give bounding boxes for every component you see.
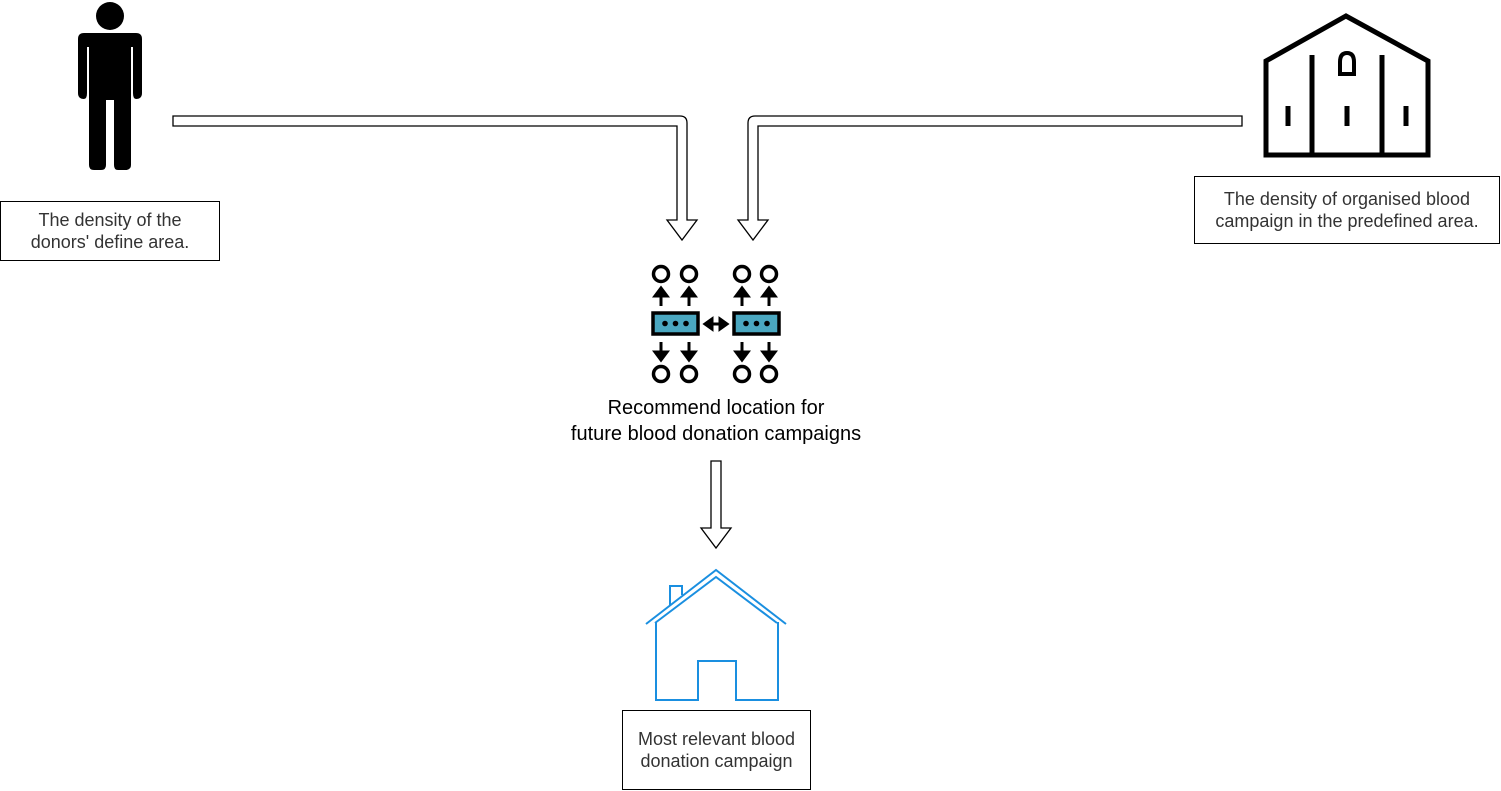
arrow-campaigns-to-recommender [736, 115, 1243, 242]
donors-label-line-2: donors' define area. [30, 232, 190, 252]
campaigns-label-line-2: campaign in the predefined area. [1215, 211, 1479, 231]
arrow-donors-to-recommender [172, 115, 699, 242]
result-label-line-1: Most relevant blood [637, 729, 796, 749]
campaigns-label-line-1: The density of organised blood [1223, 189, 1471, 209]
recommender-label-line-2: future blood donation campaigns [570, 423, 862, 445]
donors-density-label: The density of the donors' define area. [0, 201, 220, 261]
result-label: Most relevant blood donation campaign [622, 710, 811, 790]
person-icon [78, 2, 142, 170]
arrow-recommender-to-result [699, 460, 733, 550]
recommender-label-line-1: Recommend location for [607, 397, 825, 419]
network-hub-icon [651, 264, 781, 384]
donors-label-line-1: The density of the [38, 210, 182, 230]
building-icon [1263, 13, 1431, 158]
recommender-label: Recommend location for future blood dona… [540, 395, 892, 447]
campaigns-density-label: The density of organised blood campaign … [1194, 176, 1500, 244]
house-icon [645, 568, 787, 701]
result-label-line-2: donation campaign [640, 751, 793, 771]
